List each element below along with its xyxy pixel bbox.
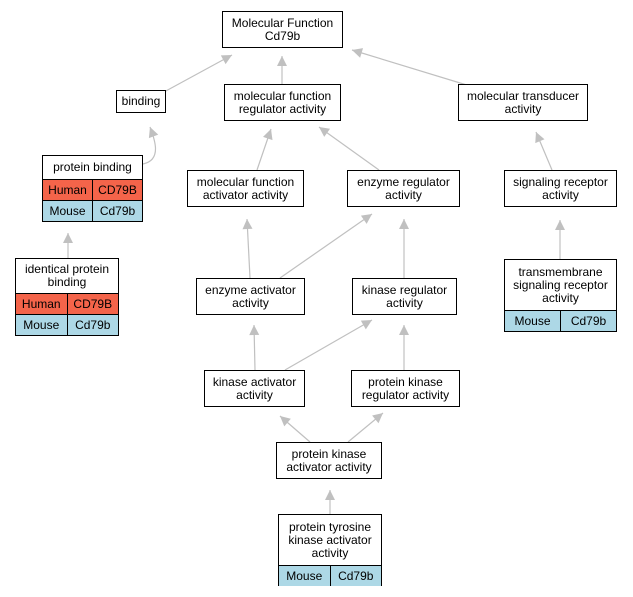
arrowhead: [280, 416, 291, 427]
species-label: Human: [43, 180, 92, 200]
node-molecular-function-regulator-activity[interactable]: molecular function regulator activity: [224, 84, 341, 121]
human-ortholog-row: Human CD79B: [16, 293, 118, 314]
species-label: Mouse: [16, 315, 67, 335]
arrowhead: [263, 129, 273, 141]
node-label-line: regulator activity: [361, 387, 450, 402]
edge-enzyme-regulator-to-mf-regulator: [318, 126, 380, 171]
node-kinase-regulator-activity[interactable]: kinase regulator activity: [352, 278, 457, 315]
node-label-line: Cd79b: [264, 28, 301, 43]
node-label-line: molecular function: [233, 88, 332, 103]
arrowhead: [249, 325, 260, 336]
human-ortholog-row: Human CD79B: [43, 179, 142, 200]
arrowhead: [535, 132, 545, 144]
gene-symbol: Cd79b: [92, 201, 142, 221]
node-label-line: molecular function: [196, 174, 295, 189]
node-label-line: activity: [236, 387, 273, 402]
node-label-line: molecular transducer: [466, 88, 580, 103]
gene-symbol: CD79B: [66, 294, 118, 314]
node-enzyme-activator-activity[interactable]: enzyme activator activity: [196, 278, 305, 315]
arrowhead: [360, 214, 372, 224]
mouse-ortholog-row: Mouse Cd79b: [279, 565, 381, 586]
arrowhead: [325, 490, 335, 500]
mouse-ortholog-row: Mouse Cd79b: [43, 200, 142, 221]
node-signaling-receptor-activity[interactable]: signaling receptor activity: [504, 170, 617, 207]
node-label-line: binding: [47, 275, 87, 289]
node-label-line: signaling receptor: [513, 174, 608, 189]
node-label-line: activity: [386, 295, 423, 310]
arrowhead: [399, 219, 409, 229]
node-enzyme-regulator-activity[interactable]: enzyme regulator activity: [347, 170, 460, 207]
node-protein-tyrosine-kinase-activator-activity[interactable]: protein tyrosine kinase activator activi…: [278, 514, 382, 586]
mouse-ortholog-row: Mouse Cd79b: [16, 314, 118, 335]
node-label-line: kinase activator: [212, 374, 297, 389]
arrowhead: [319, 127, 331, 137]
node-label-line: enzyme activator: [205, 282, 296, 297]
node-label-line: protein tyrosine: [288, 519, 372, 534]
arrowhead: [148, 127, 159, 139]
node-label-line: protein kinase: [291, 446, 367, 461]
node-label-line: enzyme regulator: [357, 174, 450, 189]
arrowhead: [399, 325, 409, 335]
arrowhead: [63, 233, 73, 243]
node-label-line: activity: [504, 101, 542, 116]
arrowhead: [372, 413, 383, 424]
arrowhead: [277, 56, 287, 66]
gene-symbol: Cd79b: [560, 311, 616, 331]
node-identical-protein-binding[interactable]: identical protein binding Human CD79B Mo…: [15, 258, 119, 336]
species-label: Mouse: [505, 311, 560, 331]
node-label-line: binding: [121, 94, 161, 108]
node-label-line: activity: [385, 187, 422, 202]
node-label-line: signaling receptor: [513, 277, 608, 292]
node-label-line: activator activity: [286, 459, 372, 474]
node-molecular-function-activator-activity[interactable]: molecular function activator activity: [187, 170, 304, 207]
arrowhead: [220, 55, 232, 65]
edge-binding-to-mf-root: [163, 54, 233, 93]
node-label-line: kinase activator: [288, 532, 372, 547]
node-molecular-transducer-activity[interactable]: molecular transducer activity: [458, 84, 588, 121]
species-label: Mouse: [43, 201, 92, 221]
arrowhead: [360, 320, 372, 330]
node-label-line: identical protein: [24, 262, 110, 276]
node-label-line: activator activity: [202, 187, 289, 202]
arrowhead: [242, 219, 253, 230]
node-protein-kinase-activator-activity[interactable]: protein kinase activator activity: [276, 442, 382, 479]
node-label-line: activity: [311, 545, 349, 560]
node-label-line: activity: [542, 187, 579, 202]
node-kinase-activator-activity[interactable]: kinase activator activity: [204, 370, 305, 407]
arrowhead: [352, 48, 364, 58]
arrowhead: [555, 220, 565, 230]
edge-enzyme-activator-to-enzyme-regulator: [279, 213, 373, 279]
node-binding[interactable]: binding: [116, 90, 166, 113]
species-label: Human: [16, 294, 67, 314]
edge-transducer-to-mf-root: [351, 49, 471, 87]
node-transmembrane-signaling-receptor-activity[interactable]: transmembrane signaling receptor activit…: [504, 259, 617, 332]
node-label-line: kinase regulator: [361, 282, 448, 297]
node-protein-kinase-regulator-activity[interactable]: protein kinase regulator activity: [351, 370, 460, 407]
gene-symbol: CD79B: [92, 180, 142, 200]
node-label-line: activity: [232, 295, 269, 310]
edge-kinase-activator-to-kinase-regulator: [284, 319, 373, 371]
node-label-line: activity: [542, 290, 579, 305]
node-label-line: regulator activity: [238, 101, 327, 116]
gene-symbol: Cd79b: [66, 315, 118, 335]
node-label-line: protein binding: [53, 160, 132, 174]
mouse-ortholog-row: Mouse Cd79b: [505, 310, 616, 331]
node-label-line: Molecular Function: [231, 15, 334, 30]
node-protein-binding[interactable]: protein binding Human CD79B Mouse Cd79b: [42, 155, 143, 222]
species-label: Mouse: [279, 566, 330, 586]
node-molecular-function-cd79b[interactable]: Molecular Function Cd79b: [222, 11, 343, 48]
node-label-line: transmembrane: [518, 264, 603, 279]
gene-symbol: Cd79b: [329, 566, 381, 586]
node-label-line: protein kinase: [368, 374, 443, 389]
